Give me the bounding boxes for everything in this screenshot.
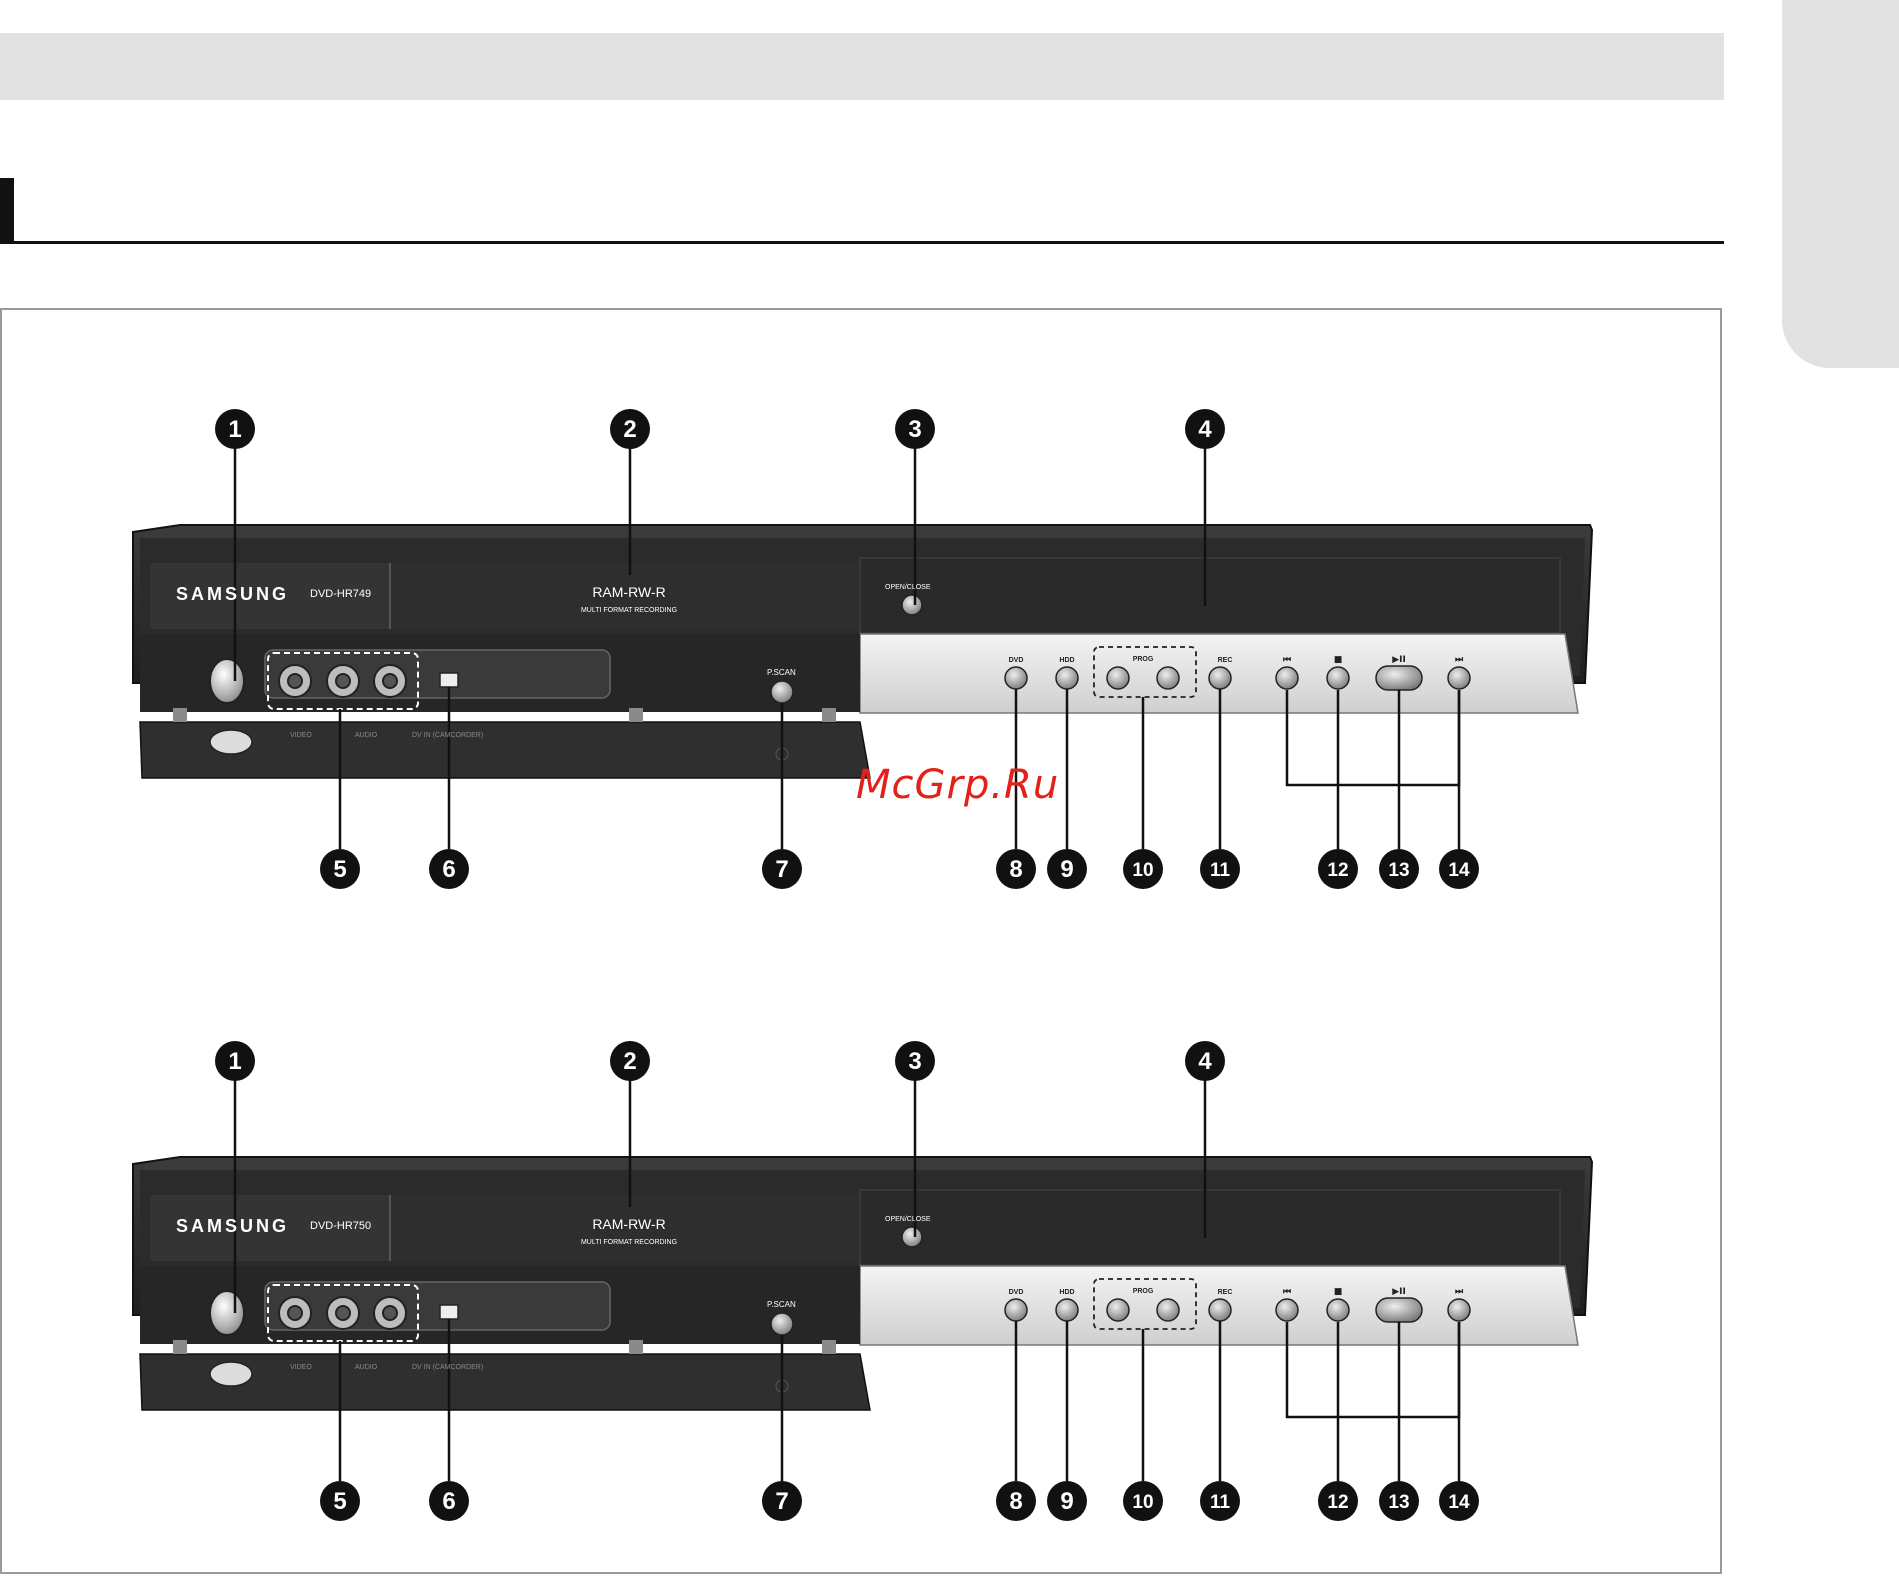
callout-14: 14: [1448, 860, 1470, 881]
callout-6: 6: [442, 1488, 455, 1515]
callout-2: 2: [623, 416, 636, 443]
rec-button-label: REC: [1218, 1289, 1233, 1296]
pscan-label: P.SCAN: [767, 1300, 796, 1309]
callout-1: 1: [228, 416, 241, 443]
format-caption: MULTI FORMAT RECORDING: [581, 607, 677, 614]
prog-button-label: PROG: [1133, 656, 1154, 663]
video-jack-label: VIDEO: [290, 732, 312, 739]
dvd-button-label: DVD: [1009, 1289, 1024, 1296]
brand-logo: SAMSUNG: [176, 584, 289, 604]
callout-7: 7: [775, 856, 788, 883]
callout-12: 12: [1327, 860, 1348, 881]
rec-button-label: REC: [1218, 657, 1233, 664]
open-close-label: OPEN/CLOSE: [885, 584, 931, 591]
header-bar: [0, 33, 1724, 100]
callout-4: 4: [1198, 1048, 1212, 1075]
callout-11: 11: [1210, 860, 1231, 881]
callout-10: 10: [1132, 860, 1153, 881]
callout-5: 5: [333, 1488, 346, 1515]
panel-1: SAMSUNG DVD-HR749 RAM-RW-R MULTI FORMAT …: [131, 407, 1594, 891]
callout-6: 6: [442, 856, 455, 883]
callout-3: 3: [908, 416, 921, 443]
callout-13: 13: [1388, 1492, 1409, 1513]
brand-logo: SAMSUNG: [176, 1216, 289, 1236]
prog-button-label: PROG: [1133, 1288, 1154, 1295]
dvd-button-label: DVD: [1009, 657, 1024, 664]
dvin-label: DV IN (CAMCORDER): [412, 732, 483, 739]
callout-14: 14: [1448, 1492, 1470, 1513]
model-label: DVD-HR750: [310, 1220, 371, 1232]
callout-3: 3: [908, 1048, 921, 1075]
callout-8: 8: [1009, 856, 1022, 883]
callout-13: 13: [1388, 860, 1409, 881]
callout-4: 4: [1198, 416, 1212, 443]
audio-jack-label: AUDIO: [355, 732, 378, 739]
model-label: DVD-HR749: [310, 588, 371, 600]
panel-2: SAMSUNG DVD-HR750 RAM-RW-R MULTI FORMAT …: [131, 1039, 1594, 1523]
callout-1: 1: [228, 1048, 241, 1075]
hdd-button-label: HDD: [1059, 1289, 1074, 1296]
hdd-button-label: HDD: [1059, 657, 1074, 664]
watermark-text: McGrp.Ru: [856, 762, 1060, 808]
format-caption: MULTI FORMAT RECORDING: [581, 1239, 677, 1246]
side-tab: [1782, 0, 1899, 368]
video-jack-label: VIDEO: [290, 1364, 312, 1371]
pscan-label: P.SCAN: [767, 668, 796, 677]
front-panel-figure: ⏮ ■ ▶II ⏭: [131, 407, 1594, 1523]
callout-9: 9: [1060, 1488, 1073, 1515]
callout-11: 11: [1210, 1492, 1231, 1513]
callout-8: 8: [1009, 1488, 1022, 1515]
open-close-label: OPEN/CLOSE: [885, 1216, 931, 1223]
figure-frame: [0, 308, 1722, 1574]
callout-10: 10: [1132, 1492, 1153, 1513]
callout-9: 9: [1060, 856, 1073, 883]
format-logo: RAM-RW-R: [592, 584, 665, 600]
dvin-label: DV IN (CAMCORDER): [412, 1364, 483, 1371]
callout-2: 2: [623, 1048, 636, 1075]
section-rule: [0, 241, 1724, 244]
format-logo: RAM-RW-R: [592, 1216, 665, 1232]
audio-jack-label: AUDIO: [355, 1364, 378, 1371]
section-marker: [0, 178, 14, 244]
callout-5: 5: [333, 856, 346, 883]
callout-7: 7: [775, 1488, 788, 1515]
callout-12: 12: [1327, 1492, 1348, 1513]
